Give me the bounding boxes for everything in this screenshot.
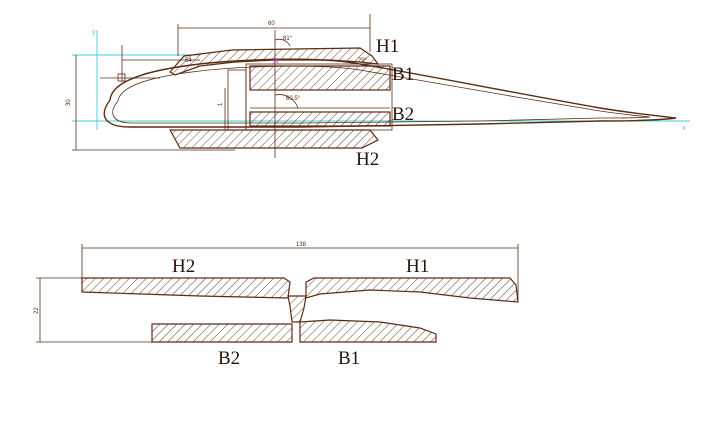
center-connector (287, 295, 307, 323)
h1-upper-clamp (169, 47, 380, 76)
label-b1-bottom: B1 (338, 348, 360, 369)
h1-upper-plate (305, 277, 519, 303)
label-h1-bottom: H1 (406, 256, 429, 277)
b1-upper-spar (249, 65, 391, 91)
airfoil-section-view: y x 60 54 30 1 (66, 14, 690, 170)
angle-a: 81° (283, 36, 293, 42)
label-h2-top: H2 (356, 149, 379, 170)
y-axis-label: y (92, 29, 96, 36)
angle-arc-a (274, 38, 291, 47)
angle-arc-b (274, 94, 299, 109)
point-a: A (273, 57, 279, 66)
dim-138: 138 (296, 242, 307, 248)
front-web (227, 69, 247, 131)
datum-marker (117, 73, 126, 82)
dim-22: 22 (34, 307, 40, 314)
angle-b: 60.5° (286, 96, 301, 102)
dim-small: 1 (218, 102, 224, 106)
b1-lower-plate (299, 319, 437, 343)
dim-30: 30 (66, 99, 72, 106)
label-h2-bottom: H2 (172, 256, 195, 277)
label-h1-top: H1 (376, 36, 399, 57)
x-axis-label: x (682, 125, 686, 132)
dim-60: 60 (268, 21, 275, 27)
h2-upper-plate (81, 277, 291, 299)
h2-lower-clamp (168, 129, 379, 149)
label-b1-top: B1 (392, 64, 414, 85)
airfoil-outer-skin (103, 58, 677, 128)
angle-c: 29° (358, 58, 368, 64)
airfoil-inner-skin (112, 65, 651, 124)
label-b2-bottom: B2 (218, 348, 240, 369)
dim-54: 54 (185, 58, 192, 64)
b2-lower-plate (151, 323, 293, 343)
developed-view: 138 22 H2 H1 B2 B1 (34, 242, 519, 369)
b2-lower-spar (249, 111, 391, 127)
label-b2-top: B2 (392, 104, 414, 125)
